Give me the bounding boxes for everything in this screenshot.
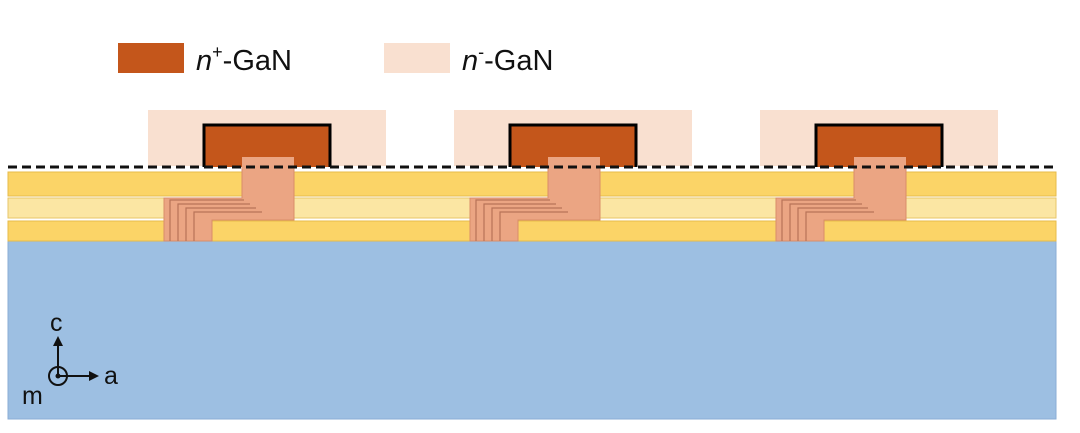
growth-step-line [797,207,868,241]
a-axis-arrowhead [89,371,99,381]
legend-n-plus-suffix: -GaN [223,45,292,77]
legend-label-n-minus: n--GaN [462,42,553,77]
growth-step-line [177,203,250,241]
legend-n-minus-suffix: -GaN [484,45,553,77]
growth-step-line [483,203,556,241]
growth-step-line [499,211,568,241]
a-axis-label: a [104,362,118,390]
legend-n-plus-sup: + [212,42,223,62]
growth-step-line [789,203,862,241]
coalescence-region [775,156,907,242]
legend-label-n-plus: n+-GaN [196,42,292,77]
coalescence-region [163,156,295,242]
stripe-2 [454,110,692,242]
legend-swatch-n-minus [384,43,450,73]
n-plus-outline [202,123,332,167]
growth-step-line [193,211,262,241]
growth-step-line [169,199,244,241]
legend-swatch-n-plus [118,43,184,73]
c-axis-arrowhead [53,336,63,346]
stripe-1 [148,110,386,242]
stripe-group [148,110,998,242]
legend-n-minus-sup: - [478,42,484,62]
stripe-3 [760,110,998,242]
m-axis-label: m [22,382,43,410]
axis-indicator: c a m [22,309,118,410]
growth-step-line [475,199,550,241]
legend: n+-GaN n--GaN [118,42,553,77]
coalescence-region [469,156,601,242]
growth-step-line [781,199,856,241]
m-axis-symbol [48,366,68,386]
growth-step-line [185,207,256,241]
legend-n-plus-prefix: n [196,45,212,77]
m-axis-dot [55,373,61,379]
growth-step-line [491,207,562,241]
growth-step-line [805,211,874,241]
n-plus-outline [508,123,638,167]
n-plus-outline [814,123,944,167]
legend-n-minus-prefix: n [462,45,478,77]
substrate [7,240,1057,420]
c-axis-label: c [50,309,63,337]
